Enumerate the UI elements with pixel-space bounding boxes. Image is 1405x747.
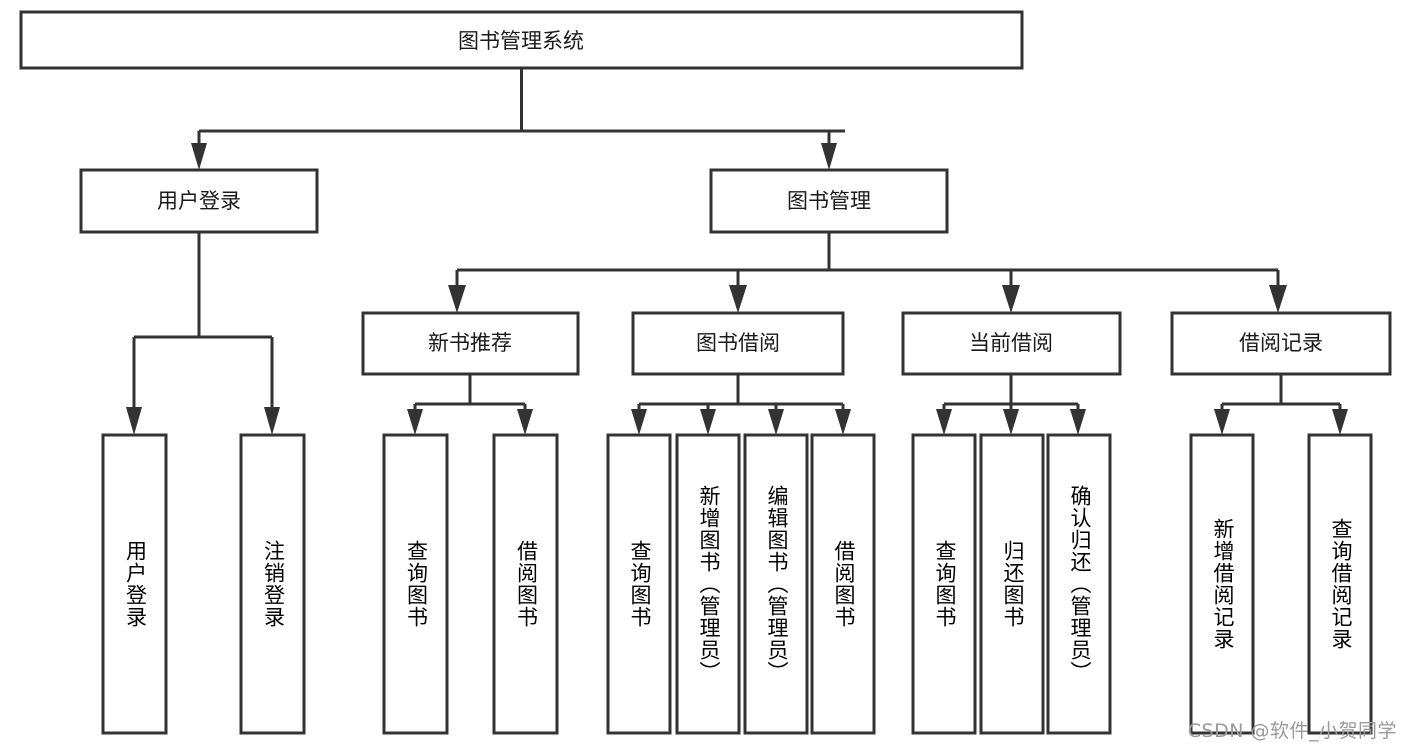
node-leaf-return-book-label: 归还图书 xyxy=(1000,540,1025,628)
node-book-manage-label: 图书管理 xyxy=(787,189,871,213)
node-leaf-borrow-book-2[interactable]: 借阅图书 xyxy=(810,433,876,735)
node-leaf-edit-book[interactable]: 编辑图书（管理员） xyxy=(743,433,809,735)
node-leaf-borrow-book-1-label: 借阅图书 xyxy=(514,540,539,628)
node-leaf-user-login-label: 用户登录 xyxy=(123,540,148,628)
node-leaf-query-book-2-label: 查询图书 xyxy=(627,540,652,628)
node-new-book-recommend[interactable]: 新书推荐 xyxy=(361,311,580,376)
connector-group-new-book-recommend xyxy=(407,374,533,435)
node-leaf-query-book-2[interactable]: 查询图书 xyxy=(606,433,672,735)
arrow-bm-to-book-borrow xyxy=(729,285,747,313)
node-leaf-add-book-label: 新增图书（管理员） xyxy=(696,485,721,683)
arrow-user-login-leaf-1 xyxy=(126,407,142,435)
arrow-br-leaf-2 xyxy=(1332,409,1348,435)
node-leaf-query-record[interactable]: 查询借阅记录 xyxy=(1307,433,1373,735)
arrow-cb-leaf-1 xyxy=(936,409,952,435)
node-book-borrow-label: 图书借阅 xyxy=(696,331,780,355)
node-user-login-label: 用户登录 xyxy=(157,189,241,213)
node-leaf-query-book-1-box[interactable] xyxy=(382,433,449,735)
node-leaf-add-book-box[interactable] xyxy=(675,433,741,735)
node-leaf-confirm-return[interactable]: 确认归还（管理员） xyxy=(1046,433,1112,735)
node-leaf-user-logout[interactable]: 注销登录 xyxy=(239,433,306,735)
node-borrow-record[interactable]: 借阅记录 xyxy=(1170,311,1392,376)
arrow-root-to-user-login xyxy=(191,143,207,170)
node-leaf-borrow-book-2-label: 借阅图书 xyxy=(831,540,856,628)
node-new-book-recommend-box[interactable] xyxy=(361,311,580,376)
node-current-borrow-label: 当前借阅 xyxy=(969,331,1053,355)
node-current-borrow-box[interactable] xyxy=(901,311,1122,376)
node-user-login-box[interactable] xyxy=(79,168,319,234)
node-leaf-user-logout-label: 注销登录 xyxy=(261,540,286,628)
node-leaf-query-book-3-box[interactable] xyxy=(911,433,977,735)
node-leaf-query-book-1[interactable]: 查询图书 xyxy=(382,433,449,735)
arrow-cb-leaf-3 xyxy=(1070,409,1086,435)
node-leaf-user-login-box[interactable] xyxy=(101,433,168,735)
arrow-br-leaf-1 xyxy=(1214,409,1230,435)
node-leaf-return-book[interactable]: 归还图书 xyxy=(979,433,1045,735)
node-root[interactable]: 图书管理系统 xyxy=(19,10,1024,70)
arrow-bb-leaf-3 xyxy=(768,409,784,435)
node-book-borrow-box[interactable] xyxy=(631,311,845,376)
node-leaf-confirm-return-label: 确认归还（管理员） xyxy=(1067,485,1092,683)
node-leaf-query-record-box[interactable] xyxy=(1307,433,1373,735)
node-leaf-add-book[interactable]: 新增图书（管理员） xyxy=(675,433,741,735)
node-leaf-add-record-label: 新增借阅记录 xyxy=(1210,518,1235,650)
connector-group-borrow-record xyxy=(1214,374,1348,435)
node-root-label: 图书管理系统 xyxy=(458,29,584,53)
node-leaf-confirm-return-box[interactable] xyxy=(1046,433,1112,735)
node-leaf-user-login[interactable]: 用户登录 xyxy=(101,433,168,735)
node-user-login[interactable]: 用户登录 xyxy=(79,168,319,234)
node-borrow-record-box[interactable] xyxy=(1170,311,1392,376)
node-leaf-query-book-1-label: 查询图书 xyxy=(404,540,429,628)
connector-group-current-borrow xyxy=(936,374,1086,435)
connector-group-root xyxy=(191,68,845,170)
node-leaf-borrow-book-2-box[interactable] xyxy=(810,433,876,735)
connector-group-user-login xyxy=(126,232,280,435)
node-current-borrow[interactable]: 当前借阅 xyxy=(901,311,1122,376)
node-leaf-query-book-3-label: 查询图书 xyxy=(932,540,957,628)
node-borrow-record-label: 借阅记录 xyxy=(1239,331,1323,355)
node-leaf-borrow-book-1-box[interactable] xyxy=(492,433,559,735)
node-leaf-add-record-box[interactable] xyxy=(1189,433,1255,735)
connector-group-book-manage xyxy=(448,232,1287,313)
arrow-bb-leaf-4 xyxy=(835,409,851,435)
arrow-bm-to-new-book-recommend xyxy=(448,285,466,313)
node-leaf-query-record-label: 查询借阅记录 xyxy=(1328,518,1353,650)
arrow-bm-to-current-borrow xyxy=(1002,285,1020,313)
arrow-cb-leaf-2 xyxy=(1003,409,1019,435)
node-root-box[interactable] xyxy=(19,10,1024,70)
node-leaf-query-book-2-box[interactable] xyxy=(606,433,672,735)
node-leaf-query-book-3[interactable]: 查询图书 xyxy=(911,433,977,735)
node-book-manage-box[interactable] xyxy=(709,168,949,234)
node-leaf-borrow-book-1[interactable]: 借阅图书 xyxy=(492,433,559,735)
arrow-user-login-leaf-2 xyxy=(264,407,280,435)
arrow-bb-leaf-2 xyxy=(700,409,716,435)
connector-group-book-borrow xyxy=(631,374,851,435)
node-leaf-return-book-box[interactable] xyxy=(979,433,1045,735)
arrow-bb-leaf-1 xyxy=(631,409,647,435)
arrow-root-to-book-manage xyxy=(821,143,837,170)
node-leaf-edit-book-label: 编辑图书（管理员） xyxy=(764,485,789,683)
node-new-book-recommend-label: 新书推荐 xyxy=(428,331,512,355)
arrow-bm-to-borrow-record xyxy=(1269,285,1287,313)
arrow-nbr-leaf-1 xyxy=(407,409,423,435)
node-book-borrow[interactable]: 图书借阅 xyxy=(631,311,845,376)
node-book-manage[interactable]: 图书管理 xyxy=(709,168,949,234)
arrow-nbr-leaf-2 xyxy=(517,409,533,435)
node-leaf-edit-book-box[interactable] xyxy=(743,433,809,735)
node-leaf-user-logout-box[interactable] xyxy=(239,433,306,735)
node-leaf-add-record[interactable]: 新增借阅记录 xyxy=(1189,433,1255,735)
